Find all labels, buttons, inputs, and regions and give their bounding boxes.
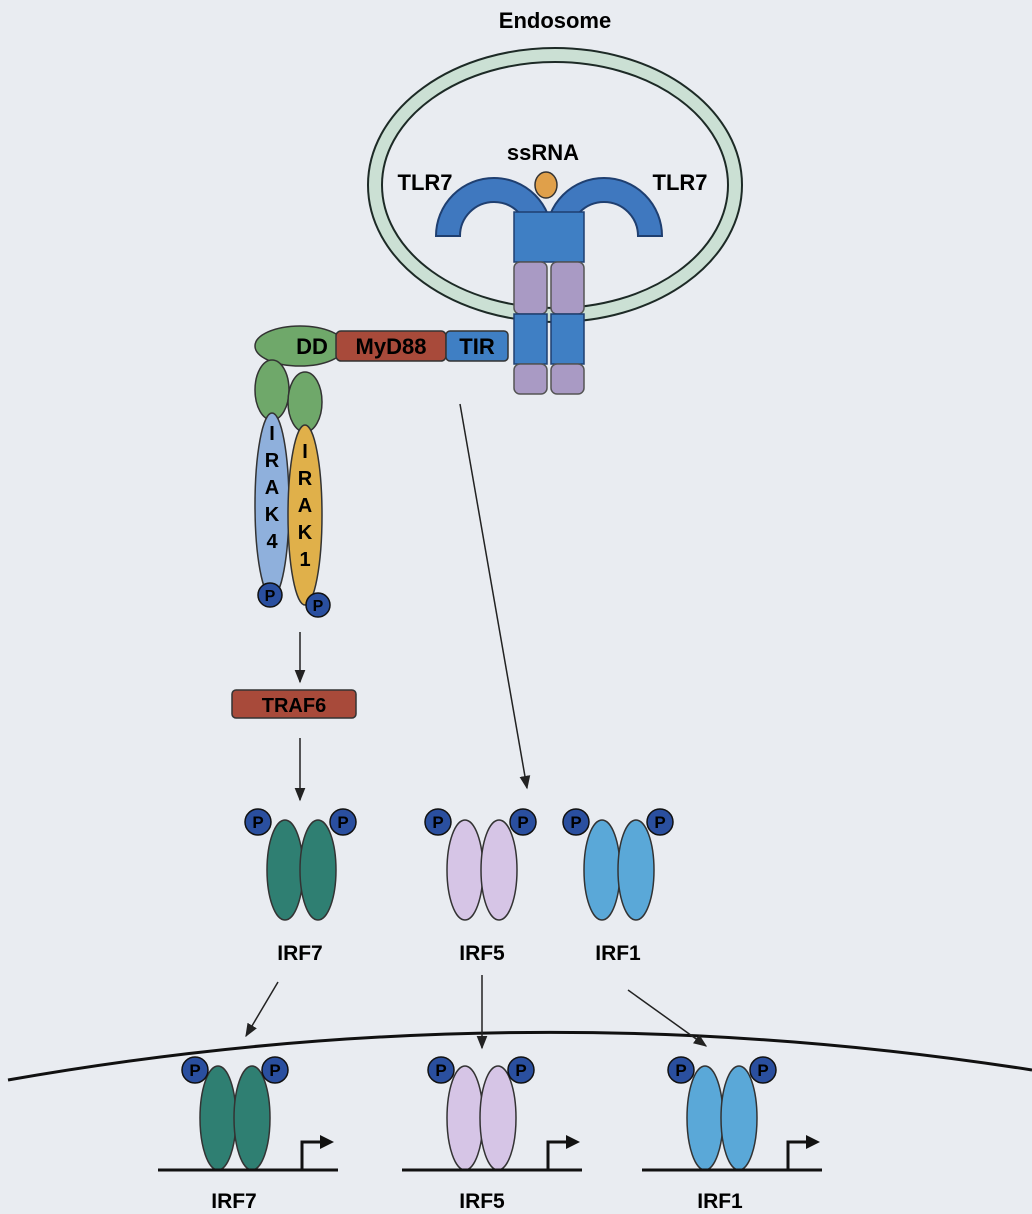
tlr7-left-label: TLR7 bbox=[398, 170, 453, 195]
svg-text:P: P bbox=[675, 1061, 686, 1080]
svg-text:P: P bbox=[757, 1061, 768, 1080]
dd-label: DD bbox=[296, 334, 328, 359]
irak1-letter: I bbox=[302, 441, 308, 463]
ssrna-ligand bbox=[535, 172, 557, 198]
irak4-letter: K bbox=[265, 504, 280, 526]
irf5-gene-label: IRF5 bbox=[459, 1190, 505, 1213]
irf7-cyto-dimer: P P bbox=[245, 809, 356, 920]
arrow-irf7-to-nucleus bbox=[246, 982, 278, 1036]
irak1-letter: K bbox=[298, 522, 313, 544]
tlr7-transmembrane bbox=[514, 262, 584, 394]
traf6-label: TRAF6 bbox=[262, 695, 326, 717]
svg-text:P: P bbox=[189, 1061, 200, 1080]
irf1-gene-label: IRF1 bbox=[697, 1190, 743, 1213]
irak4-letter: R bbox=[265, 450, 280, 472]
tir-label: TIR bbox=[459, 334, 495, 359]
svg-text:P: P bbox=[517, 813, 528, 832]
irf7-gene-label: IRF7 bbox=[211, 1190, 257, 1213]
ssrna-label: ssRNA bbox=[507, 140, 579, 165]
irf5-nuclear-dimer: P P bbox=[428, 1057, 534, 1170]
irak1-death-domain bbox=[288, 372, 322, 432]
svg-text:P: P bbox=[269, 1061, 280, 1080]
irak1-phospho: P bbox=[306, 593, 330, 617]
svg-text:P: P bbox=[515, 1061, 526, 1080]
irak1-letter: A bbox=[298, 495, 312, 517]
irf7-cyto-label: IRF7 bbox=[277, 942, 323, 965]
irf1-cyto-dimer: P P bbox=[563, 809, 673, 920]
svg-text:P: P bbox=[570, 813, 581, 832]
irf7-nuclear-dimer: P P bbox=[182, 1057, 288, 1170]
irak4-letter: I bbox=[269, 423, 275, 445]
tlr7-right-label: TLR7 bbox=[653, 170, 708, 195]
irak4-letter: A bbox=[265, 477, 279, 499]
irak1-letter: 1 bbox=[299, 549, 310, 571]
svg-text:P: P bbox=[265, 588, 276, 605]
irf5-cyto-dimer: P P bbox=[425, 809, 536, 920]
svg-text:P: P bbox=[337, 813, 348, 832]
irf1-cyto-label: IRF1 bbox=[595, 942, 641, 965]
arrow-tlr7-to-irf5 bbox=[460, 404, 527, 788]
irf1-nuclear-dimer: P P bbox=[668, 1057, 776, 1170]
irak4-death-domain bbox=[255, 360, 289, 420]
svg-text:P: P bbox=[313, 598, 324, 615]
irak4-phospho: P bbox=[258, 583, 282, 607]
svg-text:P: P bbox=[654, 813, 665, 832]
svg-text:P: P bbox=[252, 813, 263, 832]
endosome-label: Endosome bbox=[499, 8, 611, 33]
irak4-letter: 4 bbox=[266, 531, 278, 553]
svg-text:P: P bbox=[435, 1061, 446, 1080]
irak1-letter: R bbox=[298, 468, 313, 490]
tlr7-stalk bbox=[514, 212, 584, 262]
arrow-irf1-to-nucleus bbox=[628, 990, 706, 1046]
svg-text:P: P bbox=[432, 813, 443, 832]
myd88-label: MyD88 bbox=[356, 334, 427, 359]
irf5-cyto-label: IRF5 bbox=[459, 942, 505, 965]
